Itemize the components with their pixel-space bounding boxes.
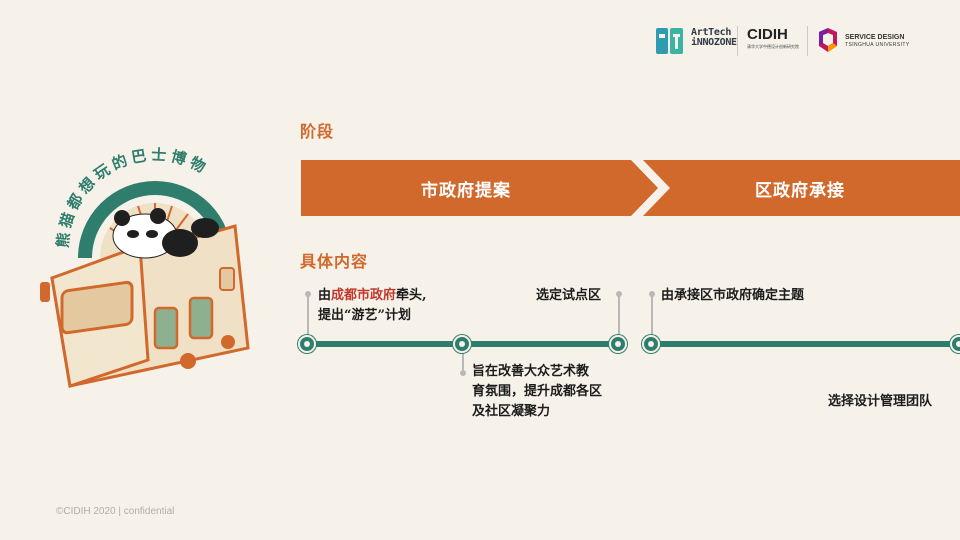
timeline-tick-dot bbox=[305, 291, 311, 297]
note-pilot-district: 选定试点区 bbox=[536, 288, 602, 303]
stage-chevron-1 bbox=[301, 160, 658, 216]
logo-divider bbox=[737, 26, 738, 56]
timeline-tick bbox=[462, 352, 464, 372]
header-logos: ArtTech iNNOZONE CIDIH 清华大学中德设计创新研究院 SER… bbox=[655, 22, 915, 60]
service-design-logo-icon bbox=[819, 28, 837, 52]
arttech-logo-text: ArtTech iNNOZONE bbox=[691, 27, 737, 48]
stage-label-1: 市政府提案 bbox=[421, 181, 511, 201]
note-design-team: 选择设计管理团队 bbox=[828, 394, 933, 409]
timeline-node bbox=[453, 335, 471, 353]
footer-confidential: ©CIDIH 2020 | confidential bbox=[56, 506, 175, 517]
timeline-tick bbox=[307, 296, 309, 338]
timeline-node bbox=[298, 335, 316, 353]
timeline-node bbox=[609, 335, 627, 353]
content-section-title: 具体内容 bbox=[300, 252, 369, 271]
timeline-node bbox=[642, 335, 660, 353]
stage-chevron-2 bbox=[643, 160, 960, 216]
cidih-logo: CIDIH 清华大学中德设计创新研究院 bbox=[747, 26, 799, 49]
timeline-tick-dot bbox=[649, 291, 655, 297]
timeline-tick-dot bbox=[460, 370, 466, 376]
logo-divider bbox=[807, 26, 808, 56]
stage-section-title: 阶段 bbox=[300, 122, 335, 141]
note-goal: 旨在改善大众艺术教 育氛围，提升成都各区 及社区凝聚力 bbox=[472, 364, 603, 419]
note-initiation: 由成都市政府牵头, 提出“游艺”计划 bbox=[318, 288, 427, 323]
panda-bus-illustration: 熊猫都想玩的巴士博物 bbox=[40, 146, 250, 388]
stage-label-2: 区政府承接 bbox=[755, 181, 845, 201]
service-design-logo-text: SERVICE DESIGN TSINGHUA UNIVERSITY bbox=[845, 34, 910, 48]
timeline-bar-2 bbox=[650, 341, 960, 347]
timeline-tick bbox=[618, 296, 620, 338]
timeline-tick bbox=[651, 296, 653, 338]
timeline-tick-dot bbox=[616, 291, 622, 297]
note-theme: 由承接区市政府确定主题 bbox=[661, 288, 805, 303]
arttech-logo-icon bbox=[656, 28, 683, 54]
timeline-node bbox=[950, 335, 960, 353]
